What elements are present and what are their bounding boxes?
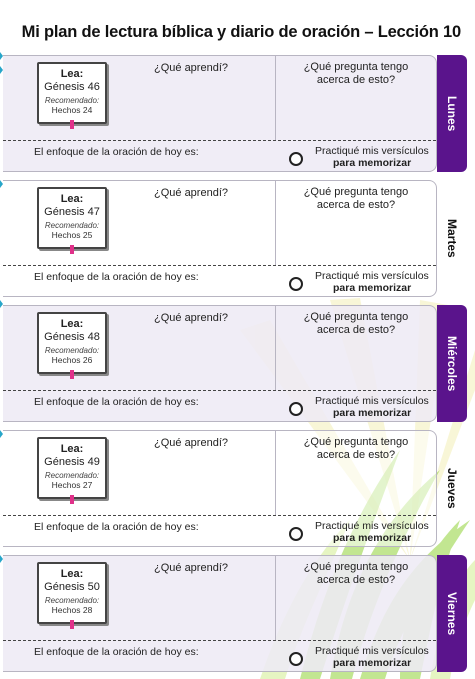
recommended-passage: Hechos 27	[51, 480, 93, 490]
reading-passage: Génesis 50	[44, 581, 100, 593]
day-row-jueves: Lea: Génesis 49 Recomendado: Hechos 27 ¿…	[3, 430, 437, 547]
reading-passage: Génesis 48	[44, 331, 100, 343]
bookmark-icon	[70, 120, 74, 129]
reading-passage: Génesis 47	[44, 206, 100, 218]
question-prompt: ¿Qué pregunta tengo acerca de esto?	[303, 186, 409, 212]
prayer-focus-prompt: El enfoque de la oración de hoy es:	[34, 396, 199, 408]
practiced-label-line1: Practiqué mis versículos	[315, 520, 429, 532]
recommended-label: Recomendado:	[44, 96, 100, 105]
day-name: Viernes	[445, 591, 459, 636]
reading-passage: Génesis 49	[44, 456, 100, 468]
practiced-checkbox[interactable]	[289, 652, 303, 666]
learned-prompt: ¿Qué aprendí?	[154, 562, 228, 574]
practiced-label-line2: para memorizar	[333, 532, 412, 544]
day-tab-jueves: Jueves	[437, 430, 467, 547]
day-name: Miércoles	[445, 335, 459, 392]
day-tab-martes: Martes	[437, 180, 467, 297]
recommended-passage: Hechos 26	[51, 355, 93, 365]
question-prompt: ¿Qué pregunta tengo acerca de esto?	[303, 561, 409, 587]
prayer-focus-prompt: El enfoque de la oración de hoy es:	[34, 521, 199, 533]
practiced-checkbox[interactable]	[289, 152, 303, 166]
reading-passage: Génesis 46	[44, 81, 100, 93]
reading-book-icon: Lea: Génesis 48 Recomendado: Hechos 26	[37, 312, 107, 379]
learned-prompt: ¿Qué aprendí?	[154, 187, 228, 199]
row-divider	[3, 515, 436, 516]
read-label: Lea:	[60, 318, 84, 330]
practiced-checkbox[interactable]	[289, 277, 303, 291]
column-divider	[275, 306, 276, 390]
recommended-passage: Hechos 24	[51, 105, 93, 115]
learned-prompt: ¿Qué aprendí?	[154, 62, 228, 74]
read-label: Lea:	[60, 193, 84, 205]
reading-book-icon: Lea: Génesis 46 Recomendado: Hechos 24	[37, 62, 107, 129]
day-row-lunes: Lea: Génesis 46 Recomendado: Hechos 24 ¿…	[3, 55, 437, 172]
day-row-martes: Lea: Génesis 47 Recomendado: Hechos 25 ¿…	[3, 180, 437, 297]
recommended-label: Recomendado:	[44, 346, 100, 355]
day-name: Jueves	[445, 468, 459, 509]
day-name: Lunes	[445, 95, 459, 132]
question-prompt: ¿Qué pregunta tengo acerca de esto?	[303, 436, 409, 462]
read-label: Lea:	[60, 443, 84, 455]
row-divider	[3, 640, 436, 641]
column-divider	[275, 181, 276, 265]
recommended-label: Recomendado:	[44, 471, 100, 480]
day-row-miercoles: Lea: Génesis 48 Recomendado: Hechos 26 ¿…	[3, 305, 437, 422]
practiced-label-line1: Practiqué mis versículos	[315, 270, 429, 282]
practiced-label-line2: para memorizar	[333, 282, 412, 294]
practiced-label-line2: para memorizar	[333, 157, 412, 169]
bookmark-icon	[70, 245, 74, 254]
column-divider	[275, 556, 276, 640]
day-row-viernes: Lea: Génesis 50 Recomendado: Hechos 28 ¿…	[3, 555, 437, 672]
row-divider	[3, 390, 436, 391]
recommended-passage: Hechos 25	[51, 230, 93, 240]
reading-book-icon: Lea: Génesis 47 Recomendado: Hechos 25	[37, 187, 107, 254]
learned-prompt: ¿Qué aprendí?	[154, 437, 228, 449]
row-divider	[3, 140, 436, 141]
day-tab-viernes: Viernes	[437, 555, 467, 672]
prayer-focus-prompt: El enfoque de la oración de hoy es:	[34, 271, 199, 283]
read-label: Lea:	[60, 68, 84, 80]
learned-prompt: ¿Qué aprendí?	[154, 312, 228, 324]
recommended-passage: Hechos 28	[51, 605, 93, 615]
column-divider	[275, 431, 276, 515]
practiced-checkbox[interactable]	[289, 402, 303, 416]
prayer-focus-prompt: El enfoque de la oración de hoy es:	[34, 146, 199, 158]
practiced-label-line1: Practiqué mis versículos	[315, 645, 429, 657]
bookmark-icon	[70, 495, 74, 504]
row-divider	[3, 265, 436, 266]
bookmark-icon	[70, 370, 74, 379]
question-prompt: ¿Qué pregunta tengo acerca de esto?	[303, 61, 409, 87]
practiced-label-line2: para memorizar	[333, 657, 412, 669]
prayer-focus-prompt: El enfoque de la oración de hoy es:	[34, 646, 199, 658]
column-divider	[275, 56, 276, 140]
day-name: Martes	[445, 219, 459, 258]
recommended-label: Recomendado:	[44, 221, 100, 230]
question-prompt: ¿Qué pregunta tengo acerca de esto?	[303, 311, 409, 337]
page-title: Mi plan de lectura bíblica y diario de o…	[21, 23, 462, 41]
day-tab-miercoles: Miércoles	[437, 305, 467, 422]
reading-book-icon: Lea: Génesis 50 Recomendado: Hechos 28	[37, 562, 107, 629]
reading-book-icon: Lea: Génesis 49 Recomendado: Hechos 27	[37, 437, 107, 504]
practiced-label-line1: Practiqué mis versículos	[315, 145, 429, 157]
practiced-label-line2: para memorizar	[333, 407, 412, 419]
bookmark-icon	[70, 620, 74, 629]
practiced-label-line1: Practiqué mis versículos	[315, 395, 429, 407]
practiced-checkbox[interactable]	[289, 527, 303, 541]
recommended-label: Recomendado:	[44, 596, 100, 605]
arrow-border	[0, 52, 3, 563]
read-label: Lea:	[60, 568, 84, 580]
day-tab-lunes: Lunes	[437, 55, 467, 172]
